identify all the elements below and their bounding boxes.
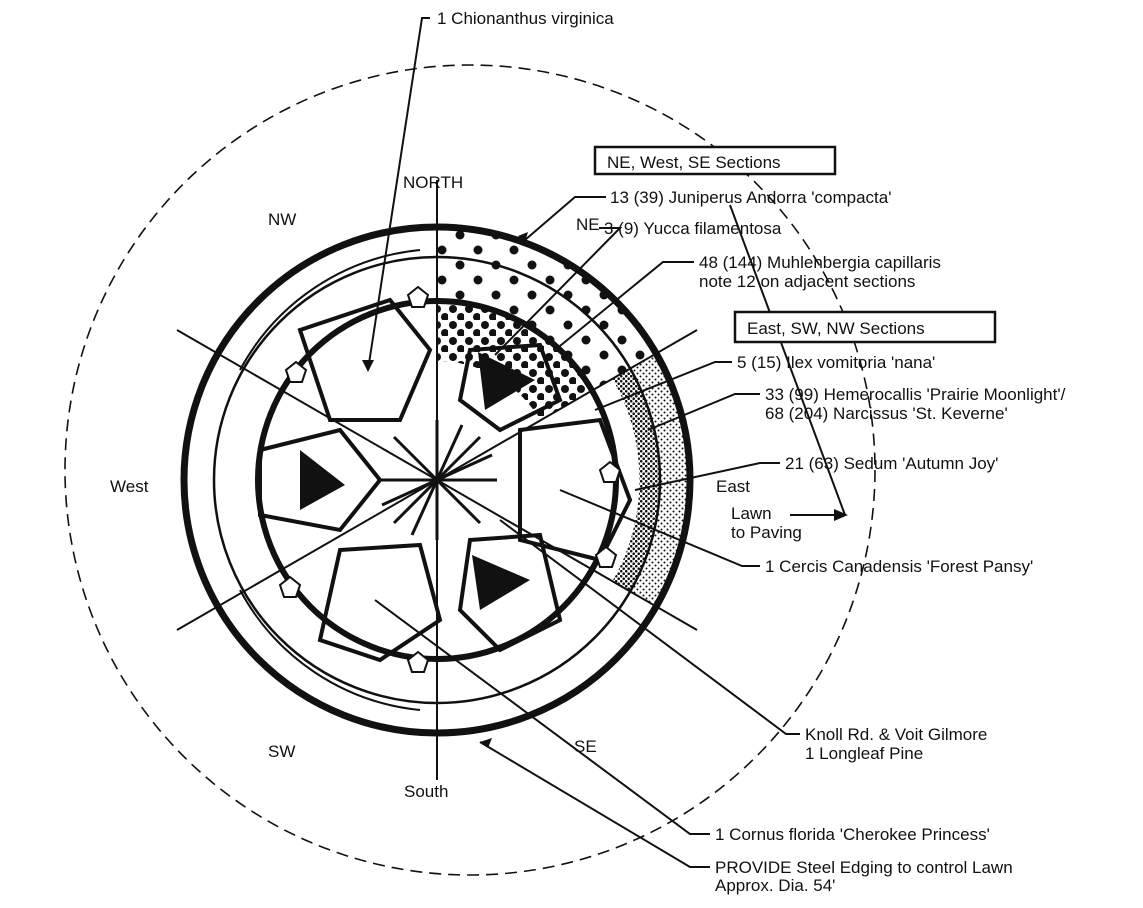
box-group-a-text: NE, West, SE Sections xyxy=(607,153,781,172)
callout-lawn-1: Lawn xyxy=(731,504,772,523)
west-label: West xyxy=(110,477,149,496)
callout-edging-2: Approx. Dia. 54' xyxy=(715,876,835,895)
sw-label: SW xyxy=(268,742,295,761)
callout-juniperus: 13 (39) Juniperus Andorra 'compacta' xyxy=(610,188,891,207)
callout-muhlenbergia-1: 48 (144) Muhlenbergia capillaris xyxy=(699,253,941,272)
leader-lines xyxy=(367,17,846,868)
callout-ilex: 5 (15) Ilex vomitoria 'nana' xyxy=(737,353,935,372)
hemerocallis-band xyxy=(630,353,691,607)
ne-label: NE xyxy=(576,215,600,234)
lawn-boundary-dashed xyxy=(64,64,876,876)
north-label: NORTH xyxy=(403,173,463,192)
east-label: East xyxy=(716,477,750,496)
nw-label: NW xyxy=(268,210,296,229)
box-group-b xyxy=(733,310,997,344)
muhlenbergia-area xyxy=(437,300,592,420)
callout-edging-1: PROVIDE Steel Edging to control Lawn xyxy=(715,858,1013,877)
callout-muhlenbergia-2: note 12 on adjacent sections xyxy=(699,272,915,291)
callout-cornus: 1 Cornus florida 'Cherokee Princess' xyxy=(715,825,990,844)
sw-band-path xyxy=(239,589,421,711)
callout-hemerocallis-1: 33 (99) Hemerocallis 'Prairie Moonlight'… xyxy=(765,385,1066,404)
callout-pine-2: 1 Longleaf Pine xyxy=(805,744,923,763)
sedum-band xyxy=(612,368,661,592)
nw-band-path xyxy=(239,249,421,371)
planting-clusters xyxy=(258,297,633,663)
callout-sedum: 21 (63) Sedum 'Autumn Joy' xyxy=(785,454,998,473)
juniper-band xyxy=(437,226,656,390)
callout-yucca: 3 (9) Yucca filamentosa xyxy=(604,219,782,238)
south-label: South xyxy=(404,782,448,801)
callout-cercis: 1 Cercis Canadensis 'Forest Pansy' xyxy=(765,557,1033,576)
callout-hemerocallis-2: 68 (204) Narcissus 'St. Keverne' xyxy=(765,404,1008,423)
callout-pine-1: Knoll Rd. & Voit Gilmore xyxy=(805,725,987,744)
callout-chionanthus: 1 Chionanthus virginica xyxy=(437,9,614,28)
box-group-a xyxy=(593,145,837,176)
box-group-b-text: East, SW, NW Sections xyxy=(747,319,925,338)
center-starburst xyxy=(377,420,497,540)
se-label: SE xyxy=(574,737,597,756)
arrowheads xyxy=(362,232,848,748)
pentagon-markers xyxy=(278,285,622,673)
callout-lawn-2: to Paving xyxy=(731,523,802,542)
shrub-triangles xyxy=(300,352,535,610)
